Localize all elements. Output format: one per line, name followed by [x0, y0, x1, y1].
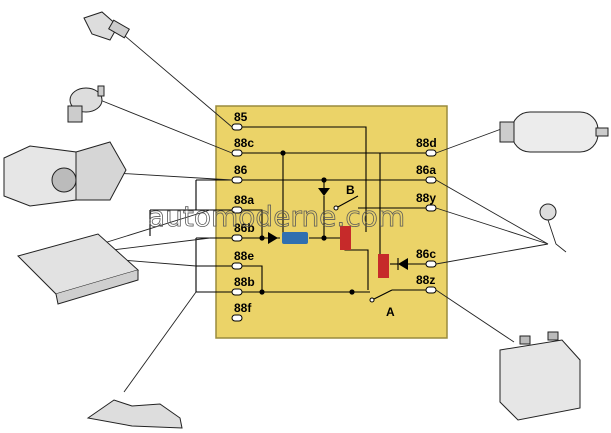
relay-b-coil [340, 226, 351, 250]
diode-symbol [268, 232, 278, 244]
terminal-label-88d: 88d [416, 136, 437, 150]
terminal-socket-86c [425, 260, 437, 268]
terminal-label-88f: 88f [234, 301, 252, 315]
right-terminals: 88d 86a 88y 86c 88z [416, 136, 437, 294]
terminal-label-88a: 88a [234, 193, 254, 207]
air-flow-meter-icon [3, 141, 127, 207]
terminal-label-88e: 88e [234, 249, 254, 263]
injector-sensor-icon [83, 11, 130, 41]
terminal-socket-88e [231, 262, 243, 270]
relay-panel [215, 105, 448, 339]
terminal-socket-86a [425, 176, 437, 184]
terminal-socket-88b [231, 288, 243, 296]
terminal-label-88z: 88z [416, 273, 435, 287]
terminal-socket-88f [231, 314, 243, 322]
terminal-socket-88d [425, 149, 437, 157]
terminal-socket-86b [231, 234, 243, 242]
internal-wiring [242, 126, 426, 303]
ecu-icon [17, 233, 140, 305]
relay-a-label: A [386, 305, 395, 319]
fuel-pump-icon [499, 111, 609, 153]
watermark: automoderne.com [148, 200, 405, 233]
terminal-label-86b: 86b [234, 221, 255, 235]
terminal-label-86c: 86c [416, 247, 436, 261]
terminal-socket-88y [425, 204, 437, 212]
relay-b-label: B [346, 183, 355, 197]
relay-a-coil [378, 254, 389, 278]
terminal-label-85: 85 [234, 110, 248, 124]
terminal-socket-88c [231, 149, 243, 157]
blue-coil [282, 232, 308, 244]
idle-air-valve-icon [67, 85, 105, 123]
lambda-probe-icon [86, 399, 183, 429]
terminal-label-86: 86 [234, 163, 248, 177]
terminal-socket-86 [231, 176, 243, 184]
terminal-label-88b: 88b [234, 275, 255, 289]
injector-icon [539, 203, 567, 253]
battery-icon [499, 331, 581, 421]
terminal-socket-85 [231, 123, 243, 131]
terminal-label-88c: 88c [234, 136, 254, 150]
terminal-label-88y: 88y [416, 191, 436, 205]
components-in-panel [268, 226, 389, 278]
terminal-label-86a: 86a [416, 163, 436, 177]
terminal-socket-88z [425, 286, 437, 294]
left-terminals: 85 88c 86 88a 86b 88e 88b 88f [231, 110, 255, 322]
